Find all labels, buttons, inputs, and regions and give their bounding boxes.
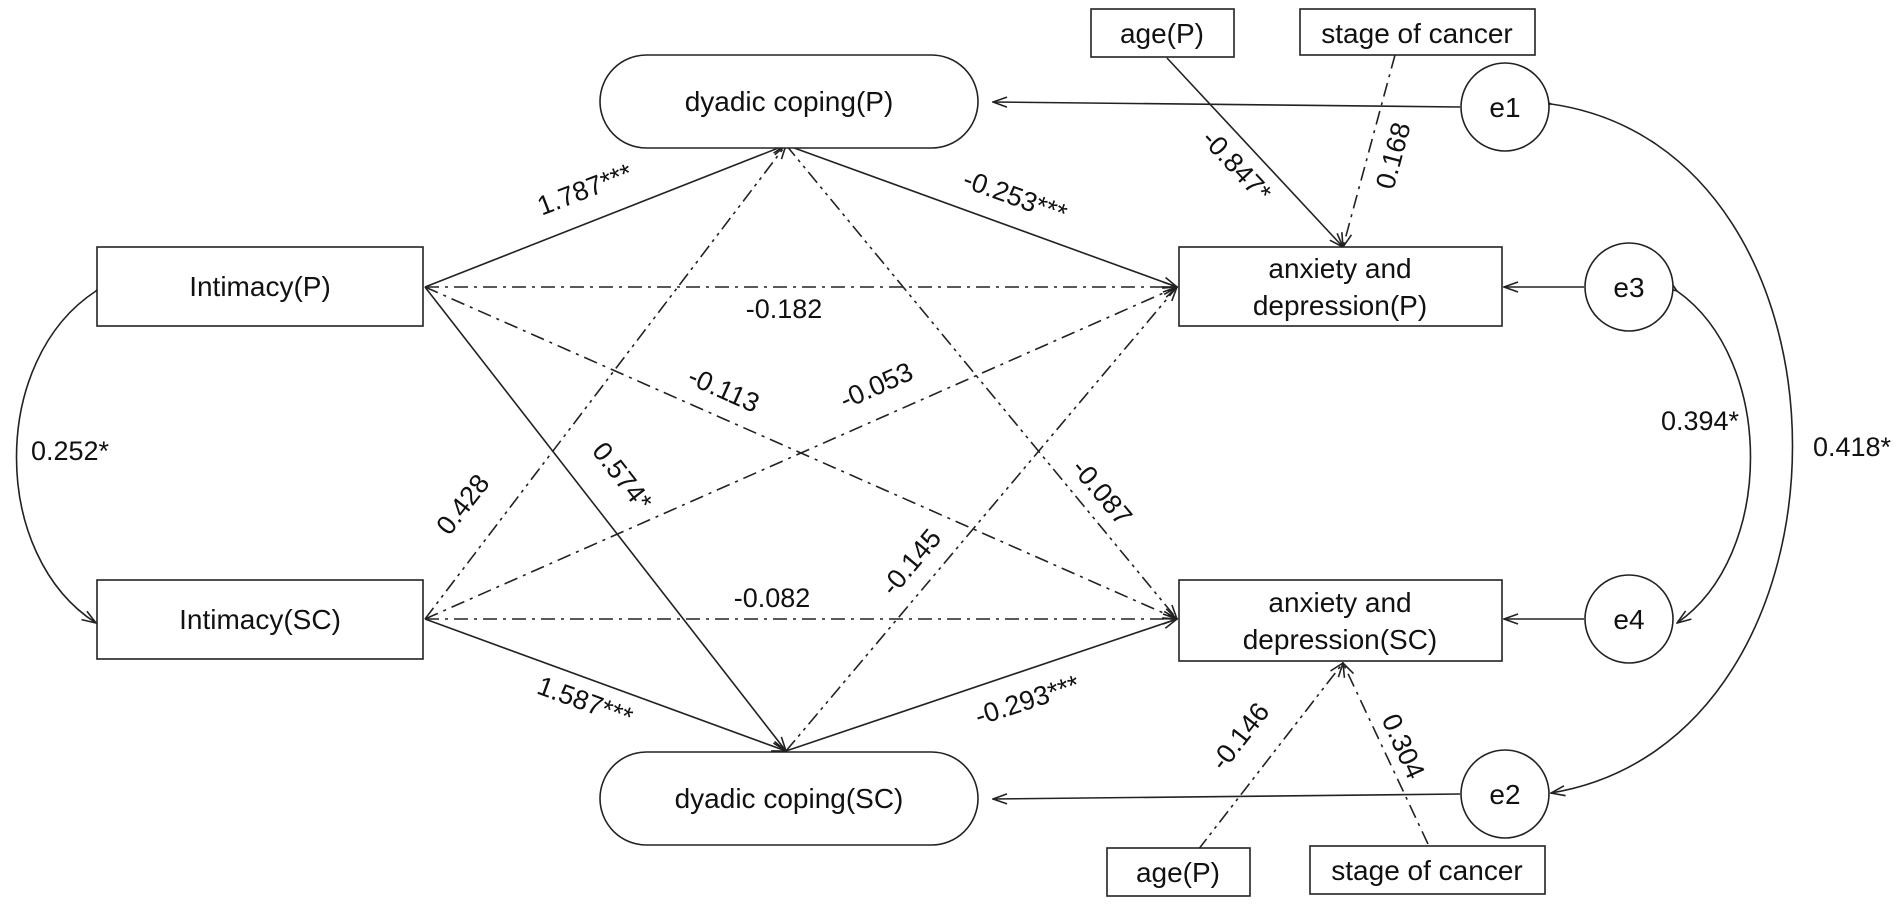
node-intimacy-p: Intimacy(P): [96, 246, 424, 327]
coef-intsc-dcsc: 1.587***: [533, 671, 637, 733]
node-label: e3: [1613, 272, 1644, 303]
error-term-e4: e4: [1584, 574, 1674, 664]
path-intp-dcsc: [424, 286, 786, 751]
node-label: stage of cancer: [1331, 855, 1522, 886]
node-label: e4: [1613, 604, 1644, 635]
coef-cov-intimacy: 0.252*: [31, 436, 110, 466]
node-anxiety-depression-sc: anxiety and depression(SC): [1178, 579, 1503, 662]
coef-agep-adp: -0.847*: [1196, 124, 1278, 208]
node-label: e1: [1489, 92, 1520, 123]
node-intimacy-sc: Intimacy(SC): [96, 579, 424, 660]
coef-intp-adsc: -0.113: [684, 361, 764, 419]
node-label: dyadic coping(SC): [675, 783, 904, 814]
coef-intsc-adsc: -0.082: [734, 583, 811, 613]
cov-intimacy-curve: [15, 291, 97, 623]
cov-e3-e4-curve: [1677, 291, 1752, 623]
node-stage-of-cancer-bottom: stage of cancer: [1309, 845, 1546, 895]
node-label-line2: depression(SC): [1243, 624, 1438, 655]
path-dcp-adsc: [785, 144, 1177, 619]
path-intsc-dcsc: [424, 618, 786, 751]
node-label-line1: anxiety and: [1268, 587, 1411, 618]
node-label: dyadic coping(P): [685, 86, 894, 117]
coef-stage-adp: 0.168: [1370, 119, 1416, 192]
node-dyadic-coping-sc: dyadic coping(SC): [599, 751, 979, 846]
node-label: e2: [1489, 779, 1520, 810]
node-label: Intimacy(P): [189, 271, 331, 302]
error-term-e2: e2: [1460, 749, 1550, 839]
path-intsc-adp: [424, 287, 1177, 620]
error-term-e1: e1: [1460, 62, 1550, 152]
coef-dcp-adsc: -0.087: [1066, 453, 1138, 531]
path-intp-dcp: [424, 145, 786, 288]
coef-intp-dcp: 1.787***: [533, 158, 637, 222]
cov-e1-e2-curve: [1551, 104, 1794, 793]
node-label-line2: depression(P): [1253, 290, 1427, 321]
node-anxiety-depression-p: anxiety and depression(P): [1178, 246, 1503, 327]
coef-cov-e1-e2: 0.418*: [1813, 432, 1892, 462]
node-stage-of-cancer-top: stage of cancer: [1299, 8, 1536, 56]
path-dcp-adp: [785, 144, 1177, 287]
path-intsc-dcp: [424, 145, 786, 620]
node-age-p-bottom: age(P): [1106, 847, 1251, 897]
path-e1-dcp: [993, 102, 1461, 107]
path-dcsc-adsc: [785, 619, 1177, 752]
node-label: stage of cancer: [1321, 18, 1512, 49]
path-stage-adp: [1343, 54, 1396, 247]
coef-dcsc-adsc: -0.293***: [971, 669, 1084, 731]
coef-stage-adsc: 0.304: [1376, 709, 1431, 783]
node-dyadic-coping-p: dyadic coping(P): [599, 54, 979, 149]
node-label: age(P): [1120, 18, 1204, 49]
coef-intp-dcsc: 0.574*: [586, 436, 658, 516]
error-term-e3: e3: [1584, 242, 1674, 332]
node-label-line1: anxiety and: [1268, 253, 1411, 284]
path-agep-adsc: [1197, 663, 1343, 851]
node-age-p-top: age(P): [1090, 8, 1235, 58]
coef-dcsc-adp: -0.145: [875, 523, 947, 601]
node-label: age(P): [1136, 857, 1220, 888]
path-agep-adp: [1166, 57, 1343, 247]
path-e2-dcsc: [993, 794, 1461, 799]
coef-cov-e3-e4: 0.394*: [1661, 406, 1740, 436]
node-label: Intimacy(SC): [179, 604, 341, 635]
coef-intp-adp: -0.182: [746, 294, 823, 324]
coef-intsc-dcp: 0.428: [430, 469, 495, 541]
coef-dcp-adp: -0.253***: [959, 164, 1071, 229]
path-stage-adsc: [1343, 663, 1429, 845]
